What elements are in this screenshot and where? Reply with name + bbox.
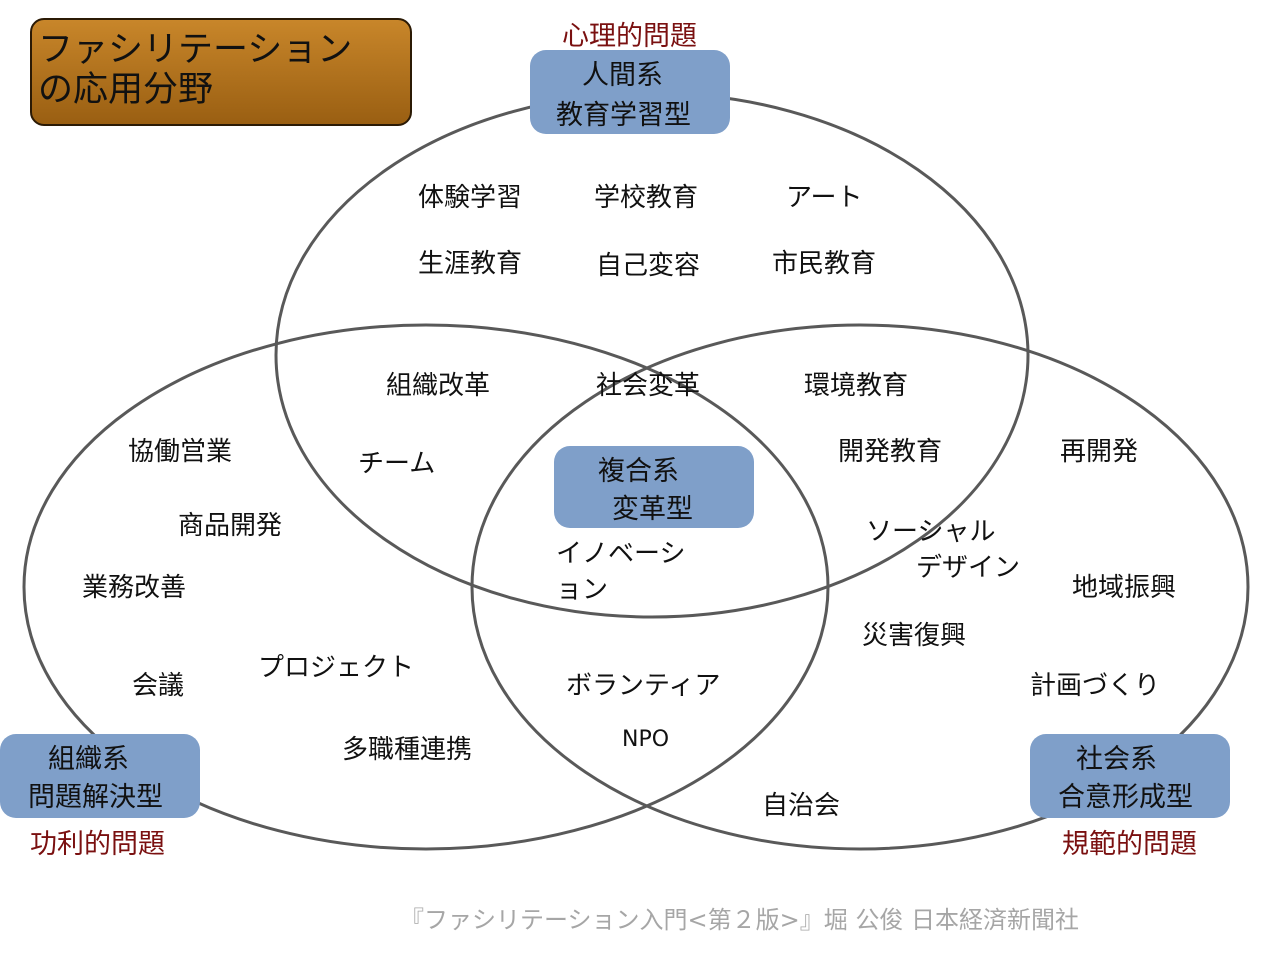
tag-left: 組織系 問題解決型 <box>0 734 200 818</box>
tag-top: 人間系 教育学習型 <box>530 50 730 134</box>
label-saigai: 災害復興 <box>862 621 967 651</box>
label-kaigi: 会議 <box>132 671 185 701</box>
label-shogai: 生涯教育 <box>418 249 523 279</box>
label-volunteer: ボランティア <box>566 671 721 701</box>
label-gyomu: 業務改善 <box>82 573 187 603</box>
label-jiko: 自己変容 <box>596 251 701 281</box>
label-art: アート <box>786 183 863 213</box>
title-line2: の応用分野 <box>38 70 214 110</box>
label-kankyo: 環境教育 <box>804 371 909 401</box>
label-tashoku: 多職種連携 <box>342 735 473 765</box>
category-top: 心理的問題 <box>562 21 697 52</box>
label-shimin: 市民教育 <box>772 249 877 279</box>
label-saikaihatsu: 再開発 <box>1060 437 1139 467</box>
tag-right-line2: 合意形成型 <box>1058 782 1193 813</box>
tag-right: 社会系 合意形成型 <box>1030 734 1230 818</box>
label-innovation-1: イノベーシ <box>556 539 686 569</box>
label-soshiki-kaikaku: 組織改革 <box>386 371 491 401</box>
label-taiken: 体験学習 <box>418 183 523 213</box>
label-team: チーム <box>358 449 436 479</box>
tag-center-line2: 変革型 <box>612 494 693 525</box>
category-left: 功利的問題 <box>30 829 165 860</box>
citation: 『ファシリテーション入門<第２版>』堀 公俊 日本経済新聞社 <box>400 906 1079 934</box>
tag-top-line2: 教育学習型 <box>556 100 691 131</box>
tag-top-line1: 人間系 <box>582 60 663 91</box>
label-social-2: デザイン <box>916 553 1021 583</box>
tag-left-line1: 組織系 <box>48 744 129 775</box>
label-social-1: ソーシャル <box>866 517 996 547</box>
label-npo: NPO <box>622 727 670 752</box>
label-jichikai: 自治会 <box>762 791 841 821</box>
diagram-title: ファシリテーション の応用分野 <box>30 18 412 126</box>
label-kaihatsu-kyoiku: 開発教育 <box>838 437 943 467</box>
label-kyodo: 協働営業 <box>128 437 233 467</box>
title-line1: ファシリテーション <box>38 30 353 70</box>
label-shohin: 商品開発 <box>178 511 283 541</box>
tag-right-line1: 社会系 <box>1076 744 1157 775</box>
label-chiiki: 地域振興 <box>1072 573 1177 603</box>
label-keikaku: 計画づくり <box>1030 671 1161 701</box>
label-shakai-henkaku: 社会変革 <box>596 371 701 401</box>
tag-left-line2: 問題解決型 <box>28 782 163 813</box>
category-right: 規範的問題 <box>1062 829 1197 860</box>
label-gakko: 学校教育 <box>594 183 699 213</box>
label-innovation-2: ョン <box>556 575 609 605</box>
tag-center: 複合系 変革型 <box>554 446 754 528</box>
left-circle <box>22 323 830 851</box>
right-circle <box>470 323 1250 851</box>
label-project: プロジェクト <box>258 653 415 683</box>
tag-center-line1: 複合系 <box>598 456 679 487</box>
